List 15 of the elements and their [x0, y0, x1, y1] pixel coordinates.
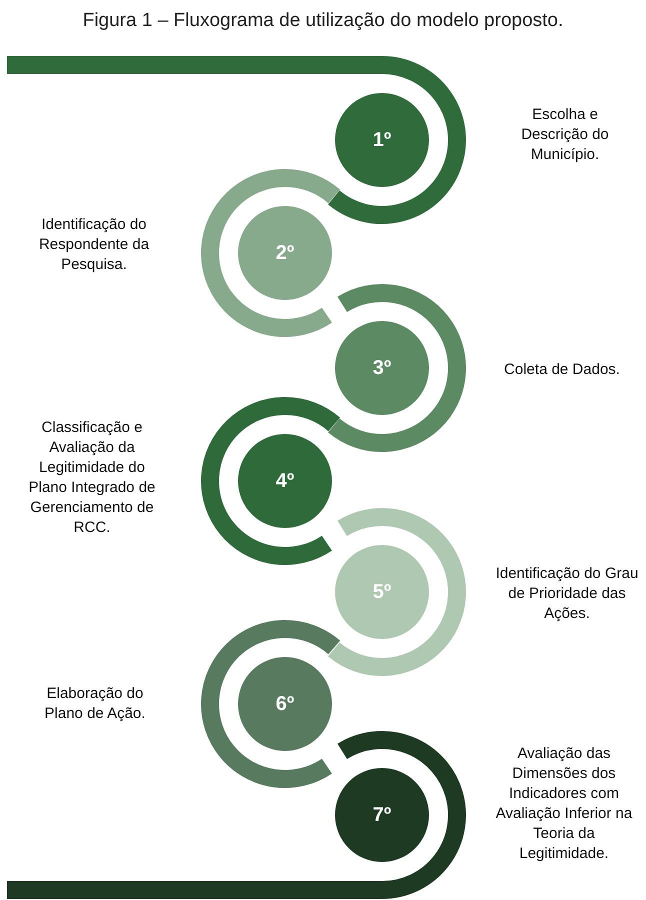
step-number: 2º: [276, 242, 294, 264]
step-number: 3º: [372, 356, 392, 380]
step-number: 1º: [372, 128, 392, 152]
step-description: Identificação do Grau de Prioridade das Ações.: [494, 564, 640, 624]
step-description: Elaboração do Plano de Ação.: [44, 684, 146, 724]
step-number: 6º: [276, 692, 294, 716]
step-description: Identificação do Respondente da Pesquisa.: [38, 215, 150, 275]
figure-title: Figura 1 – Fluxograma de utilização do modelo proposto.: [82, 10, 564, 32]
step-description: Avaliação das Dimensões dos Indicadores com Avaliação Inferior na Teoria da Legitimidade.: [494, 744, 634, 864]
step-description: Classificação e Avaliação da Legitimidade do Plano Integrado de Gerenciamento de RCC.: [28, 418, 156, 538]
step-description: Escolha e Descrição do Município.: [520, 105, 610, 165]
step-number: 4º: [276, 470, 294, 492]
step-number: 7º: [372, 804, 392, 826]
step-description: Coleta de Dados.: [503, 360, 621, 380]
step-number: 5º: [372, 580, 392, 604]
